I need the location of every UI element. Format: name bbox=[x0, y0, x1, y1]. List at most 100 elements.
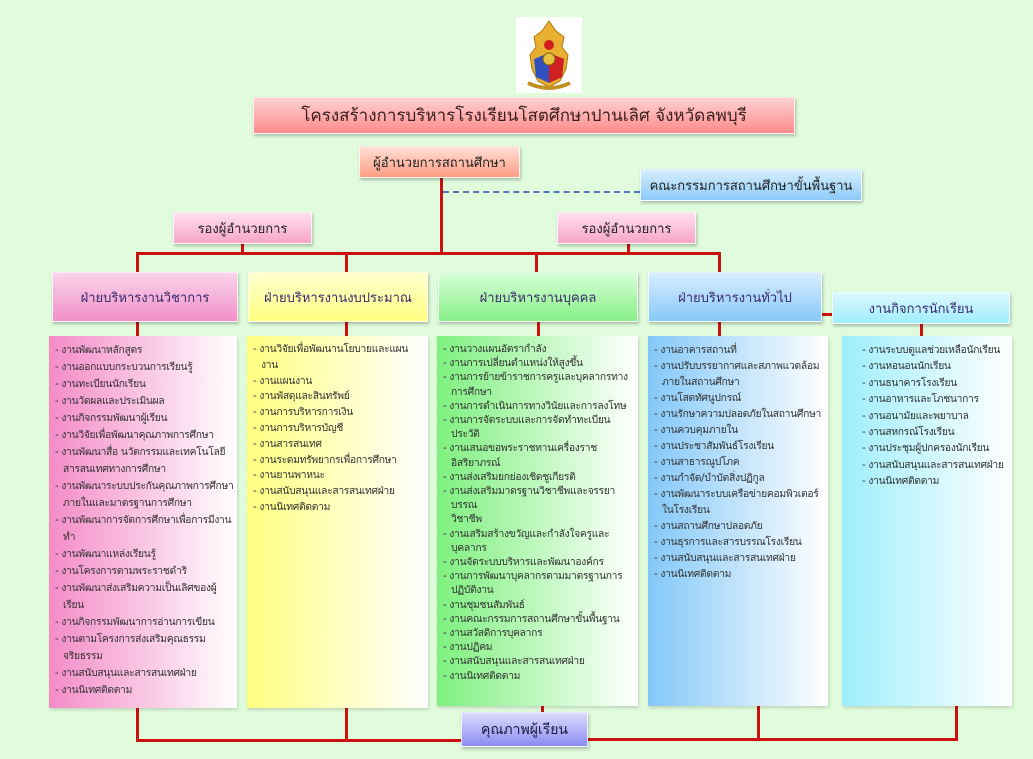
task-item: งานทะเบียนนักเรียน bbox=[55, 376, 234, 393]
connector-line bbox=[136, 252, 721, 255]
task-item: งานส่งเสริมมาตรฐานวิชาชีพและจรรยาบรรณ วิ… bbox=[443, 484, 635, 527]
department-header: ฝ่ายบริหารงานวิชาการ bbox=[52, 272, 238, 322]
task-item: งานพัฒนาระบบเครือข่ายคอมพิวเตอร์ ในโรงเร… bbox=[654, 486, 825, 518]
task-item: งานการบริหารการเงิน bbox=[253, 405, 425, 421]
task-item: งานประชุมผู้ปกครองนักเรียน bbox=[862, 440, 1009, 456]
department-header: งานกิจการนักเรียน bbox=[832, 292, 1010, 324]
task-item: งานระบบดูแลช่วยเหลือนักเรียน bbox=[862, 342, 1009, 358]
task-item: งานการจัดระบบและการจัดทำทะเบียนประวัติ bbox=[443, 413, 635, 441]
task-item: งานกำจัด/บำบัดสิ่งปฏิกูล bbox=[654, 470, 825, 486]
task-item: งานออกแบบกระบวนการเรียนรู้ bbox=[55, 359, 234, 376]
connector-line bbox=[535, 252, 538, 272]
task-item: งานยานพาหนะ bbox=[253, 468, 425, 484]
connector-line bbox=[345, 252, 348, 272]
task-item: งานการเปลี่ยนตำแหน่งให้สูงขึ้น bbox=[443, 356, 635, 370]
vice-director-label: รองผู้อำนวยการ bbox=[581, 221, 672, 237]
task-item: งานปฏิคม bbox=[443, 640, 635, 654]
connector-line bbox=[757, 706, 760, 740]
task-item: งานเสริมสร้างขวัญและกำลังใจครูและบุคลากร bbox=[443, 527, 635, 555]
department-name: งานกิจการนักเรียน bbox=[868, 301, 974, 317]
task-item: งานพัฒนาหลักสูตร bbox=[55, 342, 234, 359]
chart-title-text: โครงสร้างการบริหารโรงเรียนโสตศึกษาปานเลิ… bbox=[301, 106, 747, 126]
department-name: ฝ่ายบริหารงานวิชาการ bbox=[80, 290, 210, 306]
connector-line bbox=[920, 324, 923, 336]
connector-line bbox=[241, 244, 244, 254]
task-item: งานควบคุมภายใน bbox=[654, 422, 825, 438]
committee-label: คณะกรรมการสถานศึกษาขั้นพื้นฐาน bbox=[649, 178, 853, 194]
task-item: งานพัฒนาส่งเสริมความเป็นเลิศของผู้เรียน bbox=[55, 580, 234, 614]
task-item: งานส่งเสริมยกย่องเชิดชูเกียรติ bbox=[443, 470, 635, 484]
task-item: งานการดำเนินการทางวินัยและการลงโทษ bbox=[443, 399, 635, 413]
task-item: งานสวัสดิการบุคลากร bbox=[443, 626, 635, 640]
connector-line bbox=[345, 322, 348, 336]
director-box: ผู้อำนวยการสถานศึกษา bbox=[359, 146, 520, 178]
task-item: งานนิเทศติดตาม bbox=[55, 682, 234, 699]
task-item: งานการย้ายข้าราชการครูและบุคลากรทาง การศ… bbox=[443, 370, 635, 398]
task-item: งานพัฒนาสื่อ นวัตกรรมและเทคโนโลยี สารสนเ… bbox=[55, 444, 234, 478]
connector-line bbox=[627, 244, 630, 254]
vice-director-box-left: รองผู้อำนวยการ bbox=[173, 212, 312, 244]
vice-director-box-right: รองผู้อำนวยการ bbox=[557, 212, 696, 244]
task-item: งานการพัฒนาบุคลากรตามมาตรฐานการ ปฏิบัติง… bbox=[443, 569, 635, 597]
task-item: งานอนามัยและพยาบาล bbox=[862, 408, 1009, 424]
department-task-list: งานพัฒนาหลักสูตรงานออกแบบกระบวนการเรียนร… bbox=[49, 336, 237, 708]
task-item: งานสนับสนุนและสารสนเทศฝ่าย bbox=[55, 665, 234, 682]
department-header: ฝ่ายบริหารงานทั่วไป bbox=[648, 272, 822, 322]
task-item: งานวางแผนอัตรากำลัง bbox=[443, 342, 635, 356]
task-item: งานพัฒนาแหล่งเรียนรู้ bbox=[55, 546, 234, 563]
task-item: งานนิเทศติดตาม bbox=[862, 473, 1009, 489]
task-item: งานอาคารสถานที่ bbox=[654, 342, 825, 358]
task-item: งานนิเทศติดตาม bbox=[443, 669, 635, 683]
connector-line bbox=[136, 252, 139, 272]
director-label: ผู้อำนวยการสถานศึกษา bbox=[373, 155, 506, 171]
task-item: งานคณะกรรมการสถานศึกษาขั้นพื้นฐาน bbox=[443, 612, 635, 626]
chart-title: โครงสร้างการบริหารโรงเรียนโสตศึกษาปานเลิ… bbox=[253, 97, 795, 134]
task-item: งานหอนอนนักเรียน bbox=[862, 358, 1009, 374]
task-item: งานกิจกรรมพัฒนาผู้เรียน bbox=[55, 410, 234, 427]
task-item: งานแผนงาน bbox=[253, 374, 425, 390]
task-item: งานพัฒนาการจัดการศึกษาเพื่อการมีงานทำ bbox=[55, 512, 234, 546]
task-item: งานวัดผลและประเมินผล bbox=[55, 393, 234, 410]
task-item: งานชุมชนสัมพันธ์ bbox=[443, 598, 635, 612]
connector-line bbox=[136, 739, 461, 742]
connector-line bbox=[718, 252, 721, 272]
department-task-list: งานวิจัยเพื่อพัฒนานโยบายและแผนงานงานแผนง… bbox=[247, 336, 428, 708]
task-item: งานตามโครงการส่งเสริมคุณธรรม จริยธรรม bbox=[55, 631, 234, 665]
task-item: งานนิเทศติดตาม bbox=[654, 566, 825, 582]
task-item: งานสนับสนุนและสารสนเทศฝ่าย bbox=[443, 654, 635, 668]
department-task-list: งานวางแผนอัตรากำลังงานการเปลี่ยนตำแหน่งใ… bbox=[437, 336, 638, 706]
connector-line bbox=[718, 322, 721, 336]
department-header: ฝ่ายบริหารงานบุคคล bbox=[438, 272, 638, 322]
department-name: ฝ่ายบริหารงานงบประมาณ bbox=[264, 290, 412, 306]
task-item: งานสนับสนุนและสารสนเทศฝ่าย bbox=[654, 550, 825, 566]
task-item: งานสารสนเทศ bbox=[253, 437, 425, 453]
connector-line bbox=[588, 738, 958, 741]
connector-line bbox=[136, 706, 139, 740]
task-item: งานรักษาความปลอดภัยในสถานศึกษา bbox=[654, 406, 825, 422]
task-item: งานนิเทศติดตาม bbox=[253, 500, 425, 516]
task-item: งานกิจกรรมพัฒนาการอ่านการเขียน bbox=[55, 614, 234, 631]
outcome-box: คุณภาพผู้เรียน bbox=[461, 712, 588, 747]
task-item: งานระดมทรัพยากรเพื่อการศึกษา bbox=[253, 453, 425, 469]
department-name: ฝ่ายบริหารงานทั่วไป bbox=[678, 290, 792, 306]
task-item: งานสนับสนุนและสารสนเทศฝ่าย bbox=[253, 484, 425, 500]
task-item: งานโครงการตามพระราชดำริ bbox=[55, 563, 234, 580]
school-logo bbox=[516, 17, 582, 93]
task-item: งานธนาคารโรงเรียน bbox=[862, 375, 1009, 391]
task-item: งานพัสดุและสินทรัพย์ bbox=[253, 389, 425, 405]
task-item: งานวิจัยเพื่อพัฒนาคุณภาพการศึกษา bbox=[55, 427, 234, 444]
department-name: ฝ่ายบริหารงานบุคคล bbox=[479, 290, 597, 306]
task-item: งานสถานศึกษาปลอดภัย bbox=[654, 518, 825, 534]
department-header: ฝ่ายบริหารงานงบประมาณ bbox=[248, 272, 428, 322]
task-item: งานประชาสัมพันธ์โรงเรียน bbox=[654, 438, 825, 454]
task-item: งานการบริหารบัญชี bbox=[253, 421, 425, 437]
task-item: งานสหกรณ์โรงเรียน bbox=[862, 424, 1009, 440]
department-task-list: งานอาคารสถานที่งานปรับบรรยากาศและสภาพแวด… bbox=[648, 336, 828, 706]
task-item: งานสนับสนุนและสารสนเทศฝ่าย bbox=[862, 457, 1009, 473]
task-item: งานจัดระบบบริหารและพัฒนาองค์กร bbox=[443, 555, 635, 569]
task-item: งานสาธารณูปโภค bbox=[654, 454, 825, 470]
department-task-list: งานระบบดูแลช่วยเหลือนักเรียนงานหอนอนนักเ… bbox=[842, 336, 1012, 706]
task-item: งานพัฒนาระบบประกันคุณภาพการศึกษา ภายในแล… bbox=[55, 478, 234, 512]
connector-line bbox=[345, 706, 348, 740]
connector-line bbox=[822, 313, 832, 316]
